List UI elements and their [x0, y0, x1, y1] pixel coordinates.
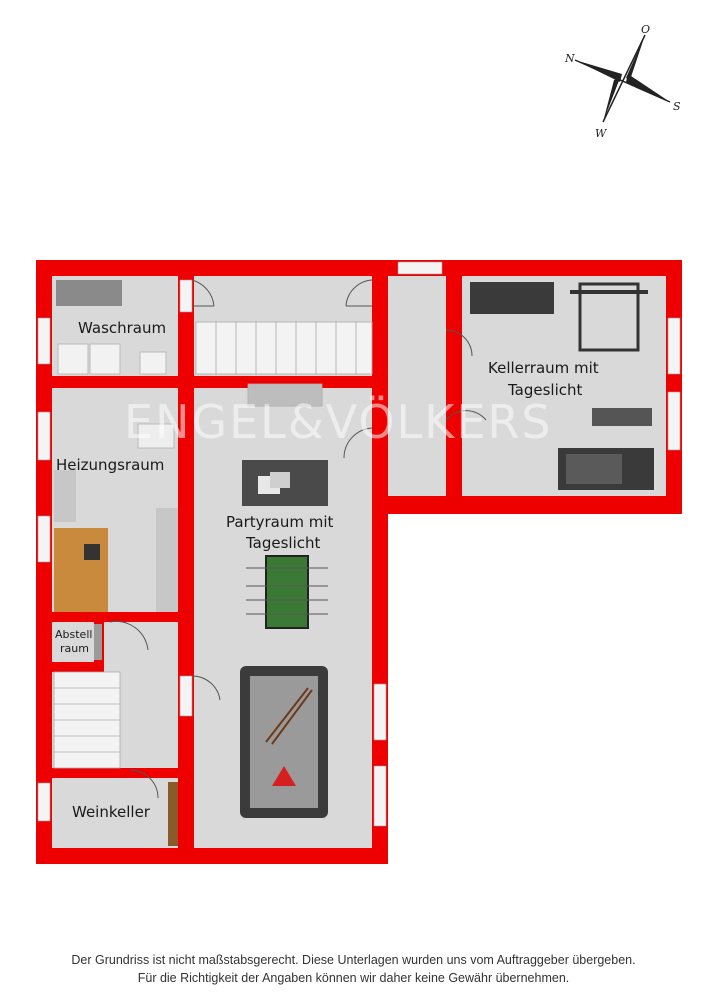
door-swing — [345, 279, 373, 307]
window — [37, 782, 51, 822]
stairs-lower — [53, 671, 121, 769]
window — [397, 261, 443, 275]
compass-south-label: W — [595, 127, 608, 140]
door-swing — [191, 279, 215, 307]
window — [179, 279, 193, 313]
compass-east-label: S — [673, 100, 681, 113]
windows — [37, 261, 681, 827]
foosball-table — [246, 555, 328, 629]
room-label-heizungsraum: Heizungsraum — [56, 456, 164, 474]
door-swing — [109, 620, 149, 651]
abstellraum-floor — [52, 622, 94, 662]
window — [373, 683, 387, 741]
room-label-partyraum-1: Partyraum mit — [226, 513, 334, 531]
window — [667, 317, 681, 375]
shelf — [94, 624, 102, 660]
room-label-kellerraum-1: Kellerraum mit — [488, 359, 599, 377]
wine-shelf — [168, 782, 178, 846]
window — [37, 317, 51, 365]
stairs-upper — [195, 321, 373, 407]
compass-north-label: O — [641, 23, 650, 36]
disclaimer-line-1: Der Grundriss ist nicht maßstabsgerecht.… — [71, 953, 636, 967]
window — [37, 411, 51, 461]
door-swing — [191, 675, 221, 701]
heizungsraum-furniture — [54, 423, 178, 612]
sofa — [242, 460, 328, 506]
room-label-abstellraum-1: Abstell — [55, 628, 92, 641]
door-swing — [343, 427, 373, 459]
disclaimer-line-2: Für die Richtigkeit der Angaben können w… — [137, 971, 570, 985]
compass-icon: O S W N — [564, 23, 681, 140]
door-swing — [445, 329, 473, 357]
room-label-waschraum: Waschraum — [78, 319, 166, 337]
room-label-abstellraum-2: raum — [60, 642, 89, 655]
door-swing — [129, 769, 159, 799]
window — [373, 765, 387, 827]
watermark: ENGEL&VÖLKERS — [124, 395, 553, 449]
window — [179, 675, 193, 717]
room-label-weinkeller: Weinkeller — [72, 803, 151, 821]
pool-table — [240, 666, 328, 818]
window — [37, 515, 51, 563]
door-swing — [445, 410, 487, 421]
room-label-kellerraum-2: Tageslicht — [507, 381, 583, 399]
gym-equipment — [470, 282, 654, 490]
doors — [109, 279, 487, 799]
corridor-floor — [388, 276, 446, 496]
compass-west-label: N — [564, 52, 575, 65]
room-label-partyraum-2: Tageslicht — [245, 534, 321, 552]
waschraum-furniture — [56, 280, 167, 375]
window — [667, 391, 681, 451]
